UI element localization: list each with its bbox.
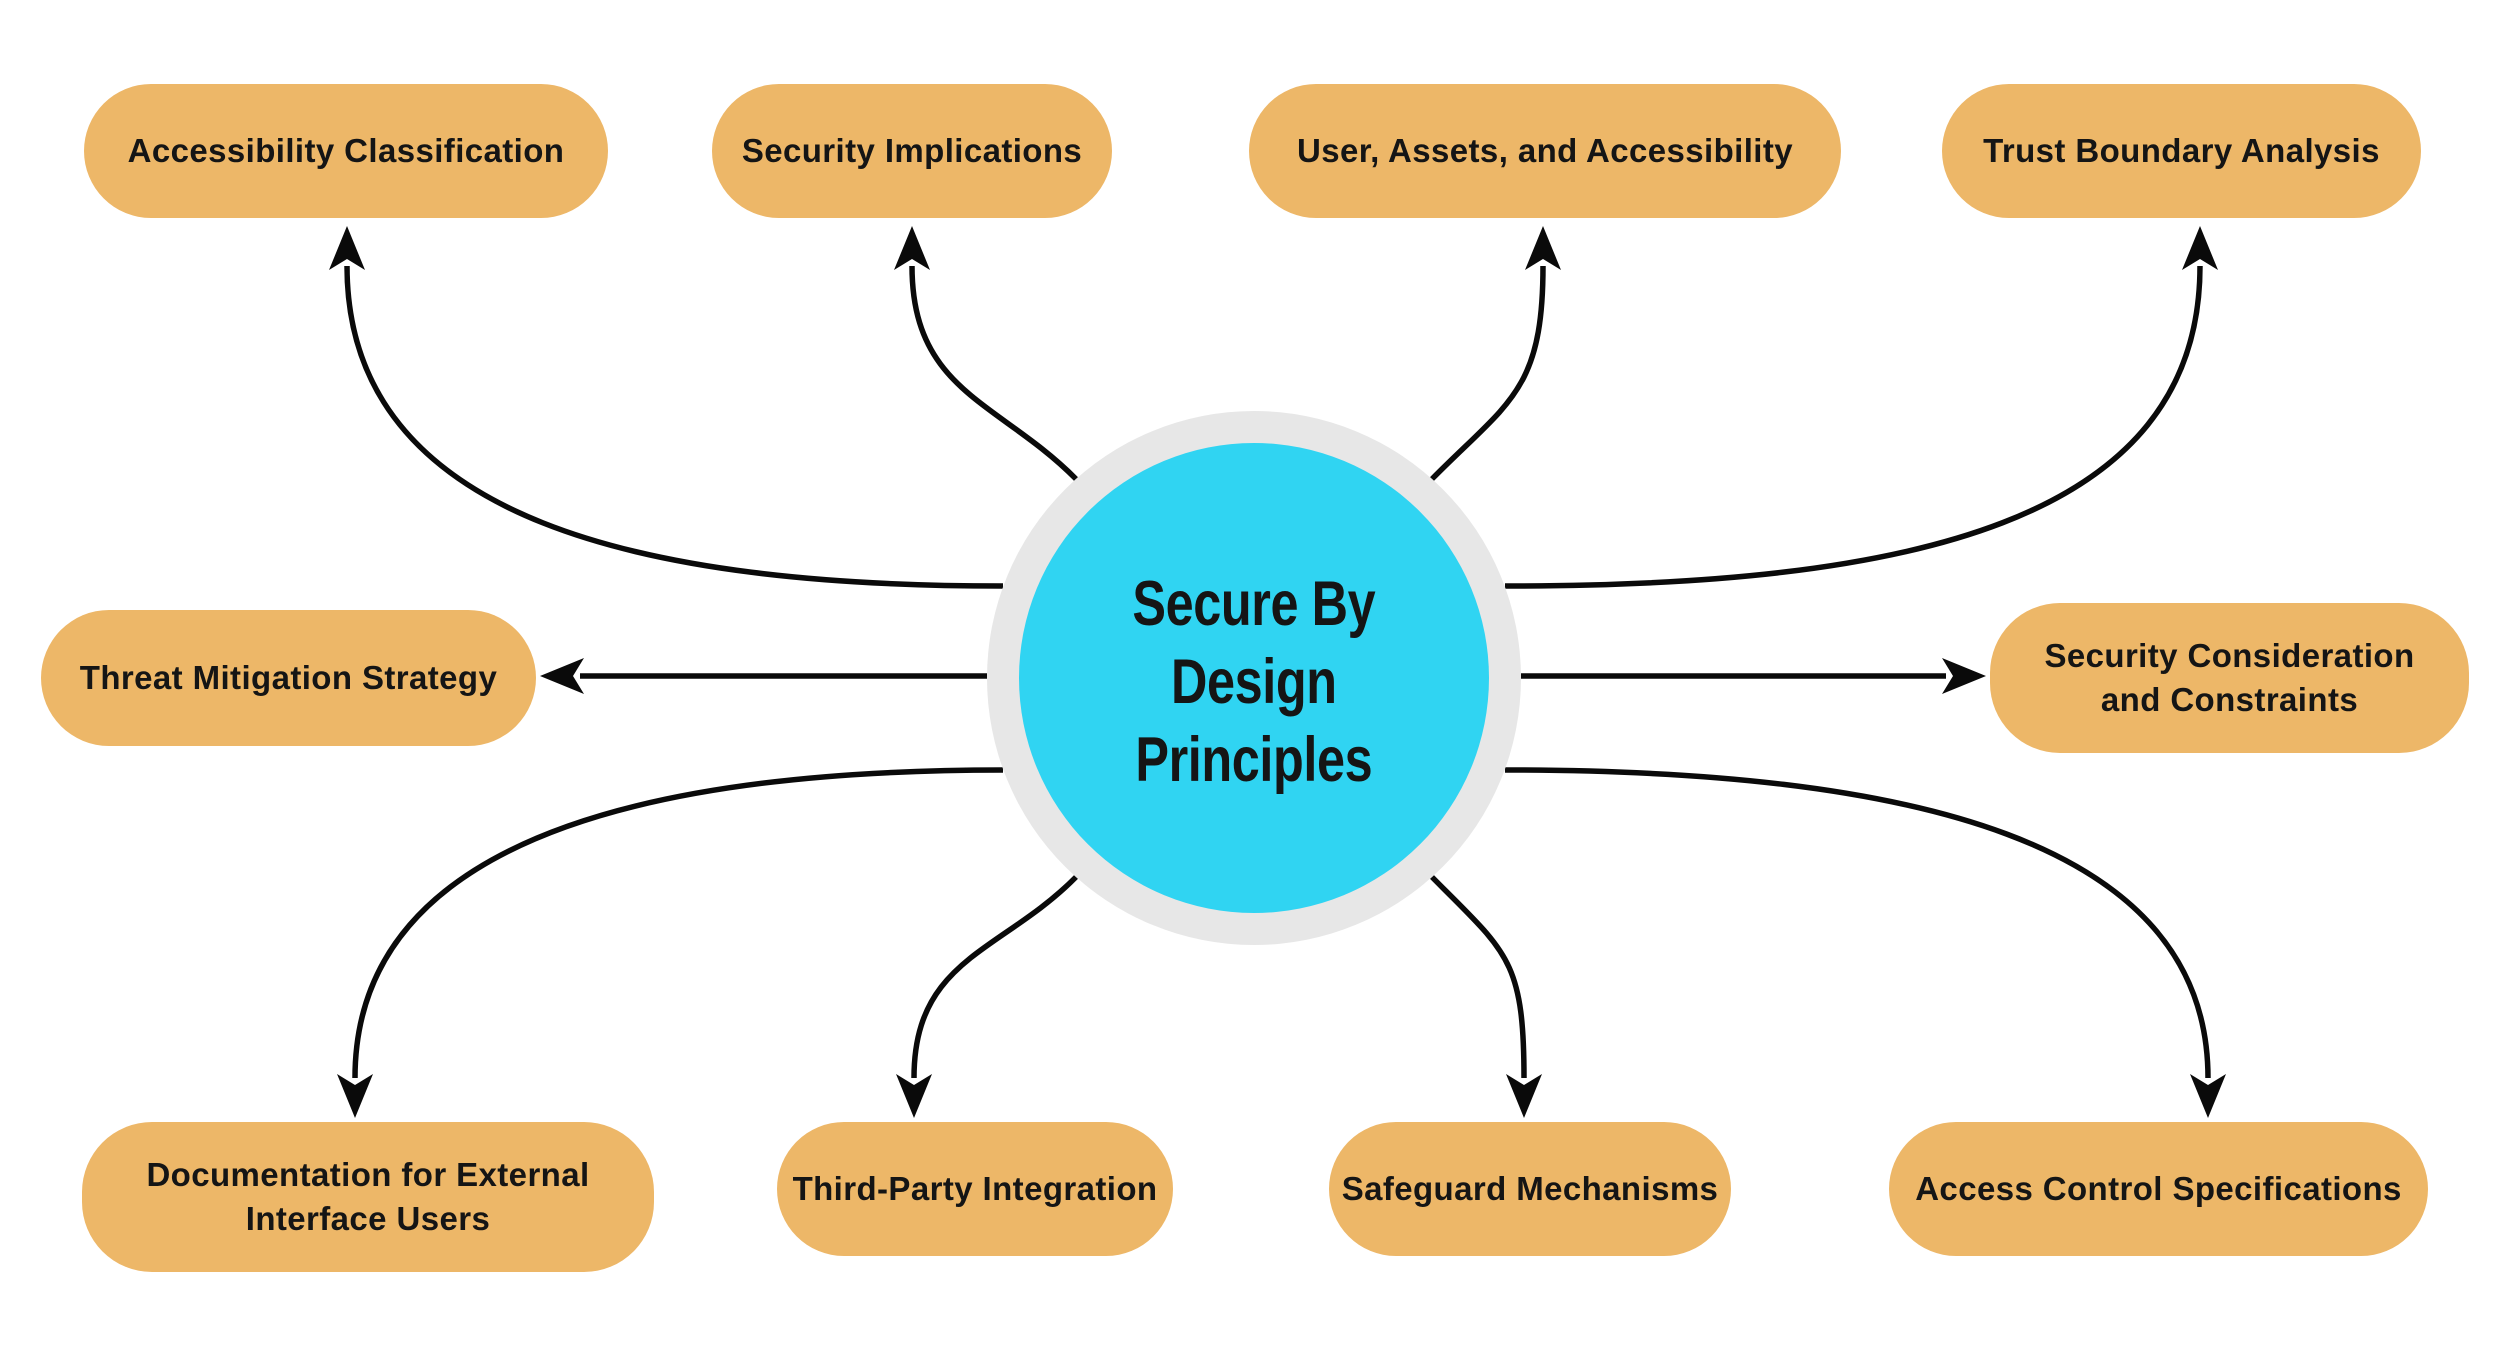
- connector-security-implications: [894, 226, 1078, 481]
- node-access-control-specifications: Access Control Specifications: [1889, 1122, 2428, 1256]
- node-threat-mitigation-strategy: Threat Mitigation Strategy: [41, 610, 536, 746]
- node-documentation-for-external-interface-users: Documentation for External Interface Use…: [82, 1122, 654, 1272]
- central-node-label: Secure By Design Principles: [1132, 569, 1376, 795]
- node-accessibility-classification: Accessibility Classification: [84, 84, 608, 218]
- connector-trust-boundary-analysis: [1504, 226, 2218, 589]
- node-trust-boundary-analysis: Trust Boundary Analysis: [1942, 84, 2421, 218]
- connector-third-party-integration: [896, 875, 1078, 1118]
- node-security-implications: Security Implications: [712, 84, 1112, 218]
- central-node: Secure By Design Principles: [1019, 443, 1489, 913]
- connector-access-control-specifications: [1504, 767, 2226, 1118]
- node-label: Documentation for External Interface Use…: [146, 1156, 590, 1237]
- node-third-party-integration: Third-Party Integration: [777, 1122, 1173, 1256]
- connector-accessibility-classification: [329, 226, 1004, 589]
- central-node-ring: Secure By Design Principles: [987, 411, 1521, 945]
- node-label: Security Consideration and Constraints: [2044, 637, 2415, 718]
- node-security-consideration-and-constraints: Security Consideration and Constraints: [1990, 603, 2469, 753]
- node-safeguard-mechanisms: Safeguard Mechanisms: [1329, 1122, 1731, 1256]
- connector-safeguard-mechanisms: [1430, 875, 1542, 1118]
- node-user-assets-and-accessibility: User, Assets, and Accessibility: [1249, 84, 1841, 218]
- connector-user-assets-and-accessibility: [1430, 226, 1561, 481]
- connector-documentation-for-external-interface-users: [337, 767, 1004, 1118]
